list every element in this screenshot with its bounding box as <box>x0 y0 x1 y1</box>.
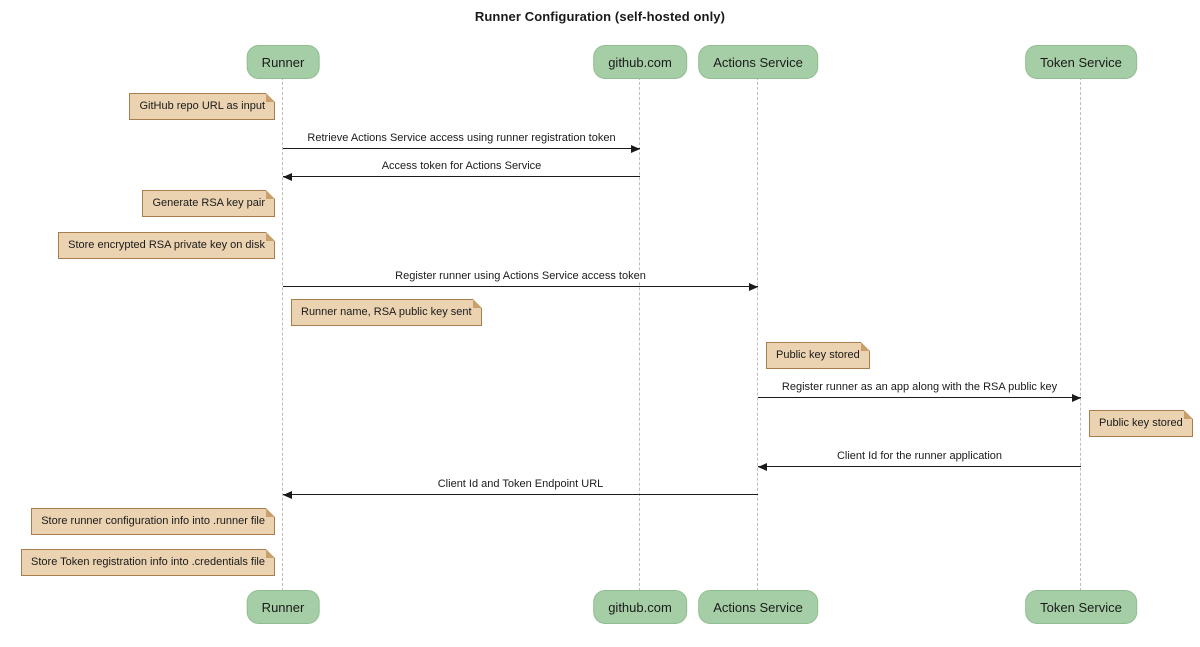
message-line-5 <box>283 286 758 287</box>
message-label-11: Client Id and Token Endpoint URL <box>434 478 607 490</box>
message-line-2 <box>283 176 640 177</box>
note-12: Store runner configuration info into .ru… <box>31 508 275 535</box>
message-label-10: Client Id for the runner application <box>833 450 1006 462</box>
note-0: GitHub repo URL as input <box>129 93 275 120</box>
message-line-1 <box>283 148 640 149</box>
participant-bottom-actions: Actions Service <box>698 590 818 624</box>
message-label-8: Register runner as an app along with the… <box>778 381 1061 393</box>
participant-top-runner: Runner <box>246 45 320 79</box>
message-line-11 <box>283 494 758 495</box>
note-7: Public key stored <box>766 342 870 369</box>
participant-top-token: Token Service <box>1025 45 1137 79</box>
arrowhead-icon <box>758 463 767 471</box>
note-9: Public key stored <box>1089 410 1193 437</box>
arrowhead-icon <box>283 491 292 499</box>
arrowhead-icon <box>1072 394 1081 402</box>
participant-bottom-token: Token Service <box>1025 590 1137 624</box>
note-3: Generate RSA key pair <box>142 190 275 217</box>
page-title: Runner Configuration (self-hosted only) <box>474 9 726 24</box>
message-line-8 <box>758 397 1081 398</box>
participant-bottom-github: github.com <box>593 590 687 624</box>
message-label-5: Register runner using Actions Service ac… <box>392 270 649 282</box>
note-13: Store Token registration info into .cred… <box>21 549 275 576</box>
message-label-1: Retrieve Actions Service access using ru… <box>304 132 619 144</box>
arrowhead-icon <box>283 173 292 181</box>
lifeline-actions <box>757 77 758 591</box>
participant-bottom-runner: Runner <box>246 590 320 624</box>
participant-top-actions: Actions Service <box>698 45 818 79</box>
note-4: Store encrypted RSA private key on disk <box>58 232 275 259</box>
lifeline-github <box>639 77 640 591</box>
note-6: Runner name, RSA public key sent <box>291 299 482 326</box>
lifeline-runner <box>282 77 283 591</box>
arrowhead-icon <box>749 283 758 291</box>
arrowhead-icon <box>631 145 640 153</box>
message-line-10 <box>758 466 1081 467</box>
participant-top-github: github.com <box>593 45 687 79</box>
message-label-2: Access token for Actions Service <box>378 160 545 172</box>
lifeline-token <box>1080 77 1081 591</box>
